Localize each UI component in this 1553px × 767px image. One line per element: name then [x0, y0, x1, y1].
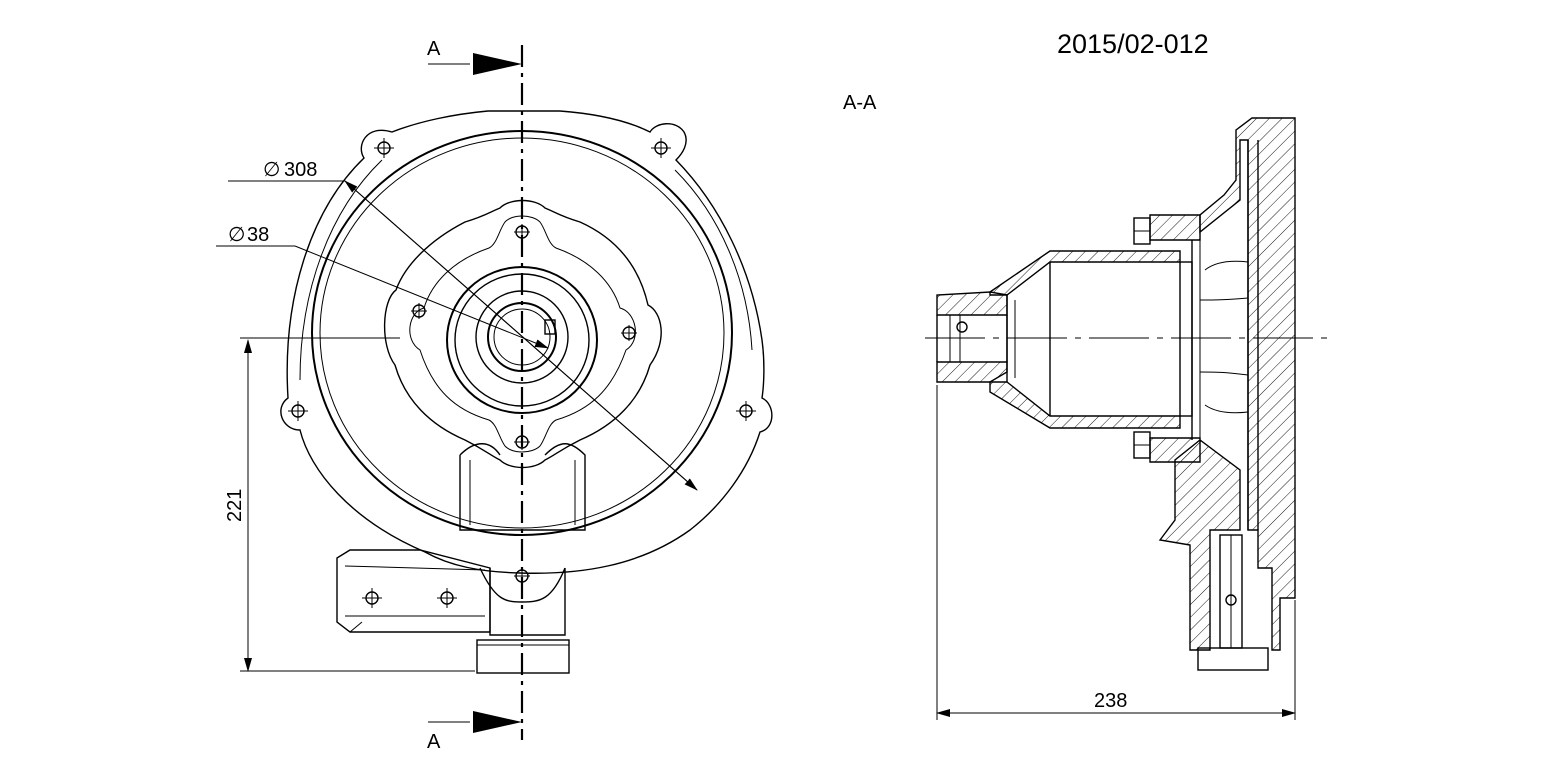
dim-diameter-38: ∅ 38 — [216, 224, 549, 349]
neck-flange — [479, 567, 566, 603]
dim-label-38-symbol: ∅ — [228, 224, 245, 246]
housing-rim-inner — [319, 137, 725, 529]
front-view: A A — [216, 38, 773, 753]
dim-label-38: 38 — [247, 224, 269, 246]
neck-hole — [514, 568, 530, 584]
bracket-bolt-right — [437, 588, 457, 608]
hub-ring-outer — [446, 266, 598, 414]
section-view: 238 — [925, 117, 1335, 720]
boss-hole-right — [621, 325, 637, 341]
side-bracket — [336, 549, 491, 633]
boss-hole-bottom — [514, 434, 530, 450]
housing-rim-outer — [311, 130, 733, 536]
lug-bolt-top-left — [374, 138, 394, 158]
cone-wall-bottom — [989, 381, 1181, 429]
section-title: A-A — [843, 92, 877, 114]
dim-width-238: 238 — [936, 385, 1296, 720]
lug-bolt-left — [288, 401, 308, 421]
section-arrow-top: A — [427, 38, 522, 75]
shaft-sleeve-bottom — [936, 361, 1008, 383]
keyway — [544, 319, 556, 335]
bracket-bolt-left — [362, 588, 382, 608]
hub-bore-outer — [475, 290, 569, 384]
dim-diameter-308: ∅ 308 — [228, 159, 698, 491]
mount-plate — [1149, 214, 1201, 241]
dim-label-308: 308 — [284, 159, 317, 181]
cut-label-top: A — [427, 38, 441, 60]
outlet-pipe — [476, 639, 570, 674]
boss-hole-left — [411, 303, 427, 319]
dim-label-238: 238 — [1094, 690, 1127, 712]
boss-outline — [383, 199, 662, 469]
drawing-number: 2015/02-012 — [1057, 29, 1209, 59]
hub-ring-mid — [454, 273, 590, 407]
lower-fitting — [1197, 647, 1269, 671]
flange-foot — [1158, 439, 1241, 651]
boss-hole-top — [514, 224, 530, 240]
hub-bore — [487, 302, 557, 372]
outlet-duct — [459, 443, 586, 531]
flange-outline-inner — [299, 159, 753, 381]
dim-label-308-symbol: ∅ — [263, 159, 280, 181]
shaft-sleeve-top — [936, 291, 1008, 316]
cut-label-bottom: A — [427, 731, 441, 753]
dim-label-221: 221 — [224, 489, 246, 522]
flange-outline — [280, 110, 773, 574]
dim-height-221: 221 — [224, 339, 475, 672]
lug-bolt-right — [736, 401, 756, 421]
hub-bore-inner — [493, 308, 551, 366]
lug-bolt-top-right — [651, 138, 671, 158]
section-arrow-bottom: A — [427, 711, 522, 753]
cone-wall-top — [988, 250, 1181, 296]
